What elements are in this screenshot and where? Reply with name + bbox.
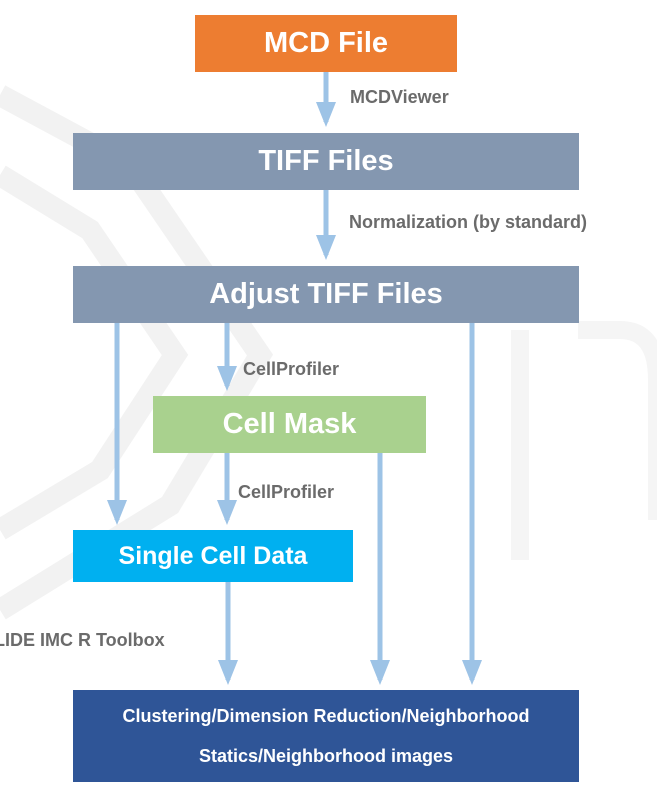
node-cell-mask-label: Cell Mask [222, 408, 357, 440]
edge-label-cellprofiler-adjust-to-mask: CellProfiler [243, 359, 340, 379]
node-tiff-files: TIFF Files [73, 133, 579, 190]
node-adjust-tiff-files: Adjust TIFF Files [73, 266, 579, 323]
node-cell-mask: Cell Mask [153, 396, 426, 453]
node-single-cell-data-label: Single Cell Data [118, 541, 308, 570]
node-mcd-file: MCD File [195, 15, 457, 72]
edge-label-cellprofiler-mask-to-single: CellProfiler [238, 482, 335, 502]
edge-label-normalization: Normalization (by standard) [349, 212, 588, 232]
node-tiff-files-label: TIFF Files [258, 145, 394, 177]
node-analysis-output-line1: Clustering/Dimension Reduction/Neighborh… [122, 706, 530, 726]
node-adjust-tiff-files-label: Adjust TIFF Files [209, 278, 443, 310]
edge-label-mcdviewer: MCDViewer [350, 87, 449, 107]
node-mcd-file-label: MCD File [263, 27, 389, 59]
node-analysis-output: Clustering/Dimension Reduction/Neighborh… [73, 690, 579, 782]
edge-label-toolbox: LIDE IMC R Toolbox [0, 630, 165, 650]
node-analysis-output-line2: Statics/Neighborhood images [198, 746, 454, 766]
node-single-cell-data: Single Cell Data [73, 530, 353, 582]
